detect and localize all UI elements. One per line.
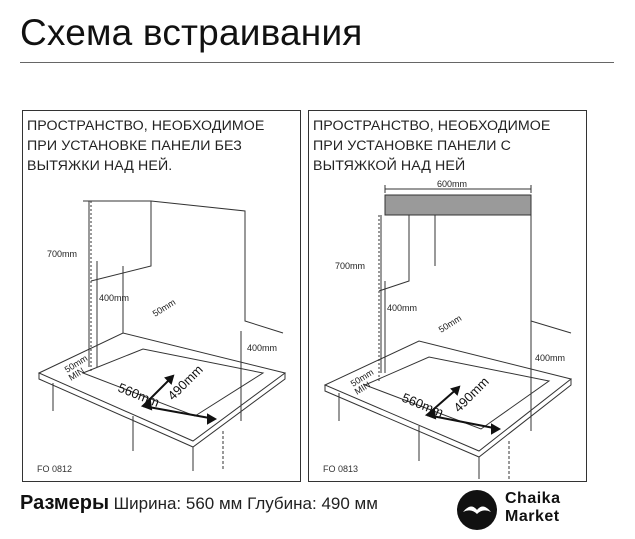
dim-560mm: 560mm [116, 380, 162, 410]
dim-50mm-back: 50mm [151, 297, 178, 319]
dim-700mm: 700mm [335, 261, 365, 271]
installation-diagram-without-hood: 700mm 400mm 400mm 50mm 50mm MIN 560mm 49… [37, 200, 287, 471]
dim-700mm: 700mm [47, 249, 77, 259]
hood-block [384, 194, 532, 216]
logo-text: Chaika Market [505, 490, 561, 525]
dim-600mm: 600mm [437, 179, 467, 189]
panel-caption: ПРОСТРАНСТВО, НЕОБХОДИМОЕ ПРИ УСТАНОВКЕ … [27, 118, 265, 174]
diagram-panel-without-hood: ПРОСТРАНСТВО, НЕОБХОДИМОЕ ПРИ УСТАНОВКЕ … [22, 110, 301, 482]
dimensions-label: Размеры [20, 492, 110, 514]
figure-code: FO 0812 [37, 464, 73, 474]
title-divider [20, 62, 614, 63]
dim-400mm-left: 400mm [387, 303, 417, 313]
page-title: Схема встраивания [20, 12, 363, 53]
chaika-market-logo: Chaika Market [455, 488, 575, 532]
dimensions-footer: Размеры Ширина: 560 мм Глубина: 490 мм [20, 493, 378, 513]
figure-code: FO 0813 [323, 464, 359, 474]
dim-560mm: 560mm [400, 390, 446, 420]
dimensions-spec: Ширина: 560 мм Глубина: 490 мм [113, 494, 378, 513]
dim-50mm-back: 50mm [437, 313, 464, 335]
panel-caption: ПРОСТРАНСТВО, НЕОБХОДИМОЕ ПРИ УСТАНОВКЕ … [313, 118, 551, 174]
seagull-icon [457, 490, 497, 530]
installation-diagram-with-hood: 600mm 700mm 400mm 400mm 50mm 50mm MIN 56… [323, 179, 573, 479]
diagram-panel-with-hood: ПРОСТРАНСТВО, НЕОБХОДИМОЕ ПРИ УСТАНОВКЕ … [308, 110, 587, 482]
dim-400mm-right: 400mm [247, 343, 277, 353]
dim-400mm-left: 400mm [99, 293, 129, 303]
dim-400mm-right: 400mm [535, 353, 565, 363]
